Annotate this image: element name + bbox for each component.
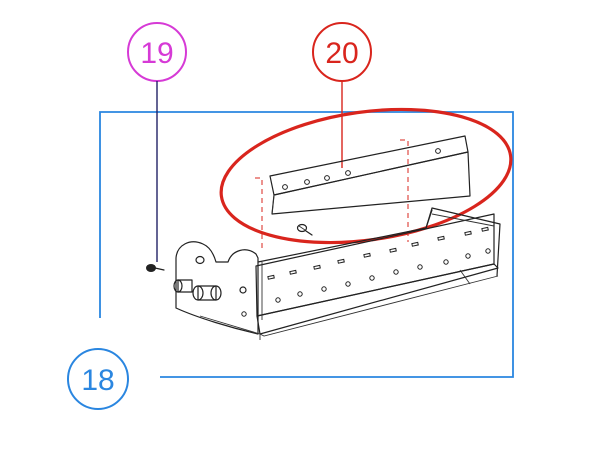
callout-19: 19 — [127, 22, 187, 262]
assembly-frame — [99, 111, 514, 378]
callout-19-label: 19 — [140, 37, 173, 70]
bracket-hole-1 — [282, 184, 288, 190]
guide-line-left — [255, 177, 263, 250]
bracket-hole-5 — [435, 148, 441, 154]
callout-20-label: 20 — [325, 37, 358, 70]
bracket-hole-4 — [345, 170, 351, 176]
tray-bottom — [256, 263, 499, 335]
callout-18-label: 18 — [81, 364, 114, 397]
end-plate — [175, 241, 259, 335]
bracket-guide-lines — [255, 139, 409, 250]
bracket-face — [269, 135, 469, 196]
callout-18-circle — [67, 348, 129, 410]
tray-back-wall — [425, 207, 501, 277]
tray-slots — [267, 226, 489, 280]
callout-20: 20 — [312, 22, 372, 168]
callout-18: 18 — [67, 348, 129, 410]
bracket-flange — [271, 151, 471, 215]
tray-front-wall — [255, 213, 495, 317]
bracket-screw — [296, 223, 313, 236]
bracket-part-20 — [269, 135, 471, 215]
tray-assembly — [173, 207, 501, 340]
end-plate-shafts — [173, 255, 247, 301]
bracket-hole-2 — [304, 179, 310, 185]
bracket-hole-3 — [324, 175, 330, 181]
assembly-frame-outline — [99, 111, 514, 378]
screw-part-19 — [146, 264, 165, 272]
tray-inner-rail — [257, 209, 433, 263]
guide-line-right — [400, 139, 409, 242]
bracket-highlight-ellipse — [219, 107, 513, 245]
tray-holes — [241, 248, 491, 317]
